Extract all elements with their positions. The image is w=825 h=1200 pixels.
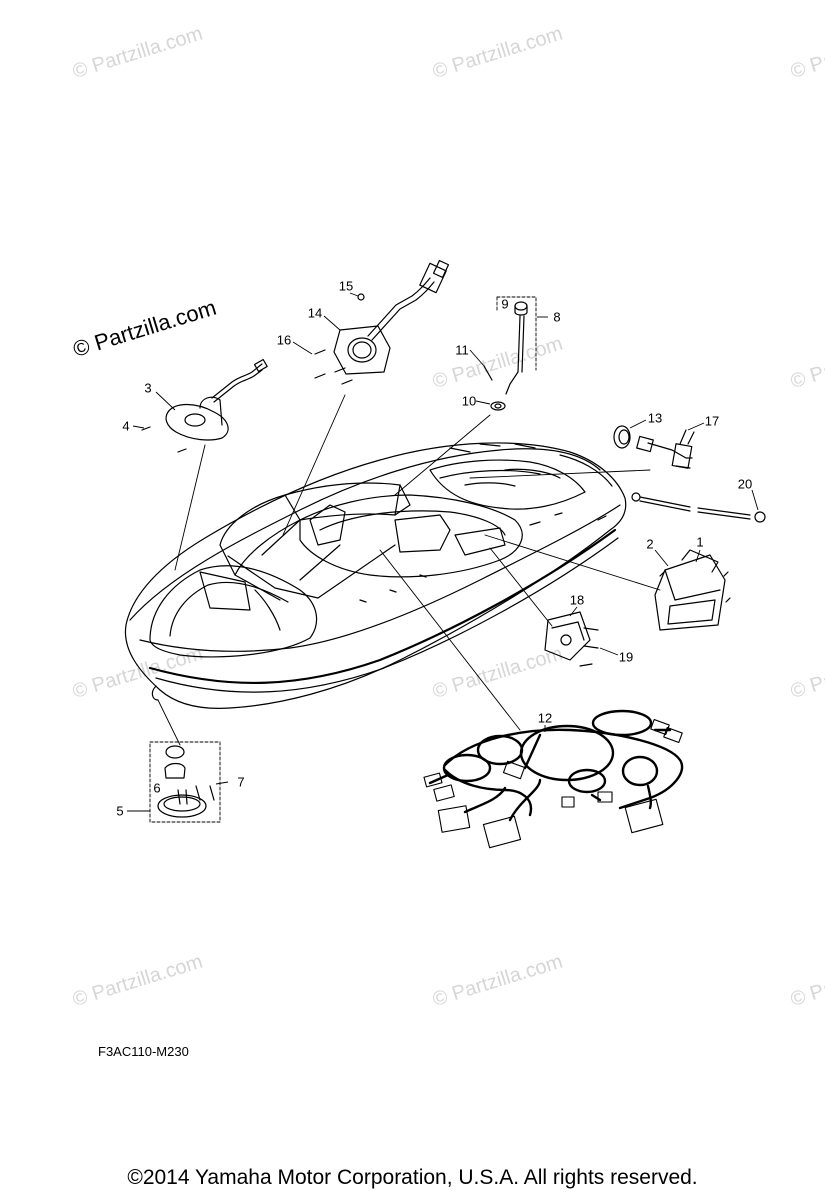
callout-15: 15 (338, 278, 354, 294)
callout-12: 12 (537, 710, 553, 726)
callout-20: 20 (737, 476, 753, 492)
callout-11: 11 (455, 342, 469, 358)
callout-1: 1 (696, 534, 704, 550)
callout-3: 3 (144, 380, 152, 396)
callout-16: 16 (276, 332, 292, 348)
boat-hull (124, 442, 627, 709)
callout-10: 10 (461, 393, 477, 409)
part-13-17-sensor (613, 425, 695, 469)
part-3-gauge-mount (141, 358, 268, 453)
part-8-sender-assembly (483, 296, 537, 411)
callout-19: 19 (618, 649, 634, 665)
callout-4: 4 (122, 418, 130, 434)
part-1-battery-box (654, 549, 731, 631)
callout-2: 2 (646, 536, 654, 552)
callout-13: 13 (647, 410, 663, 426)
callout-17: 17 (704, 413, 720, 429)
part-20-cable (631, 492, 766, 523)
part-12-wire-harness (428, 709, 684, 822)
harness-connectors (423, 719, 683, 849)
part-5-fill-assembly (149, 741, 221, 823)
callout-9: 9 (501, 296, 509, 312)
part-14-flange (314, 259, 450, 385)
diagram-code: F3AC110-M230 (98, 1044, 189, 1059)
callout-8: 8 (553, 309, 561, 325)
part-18-module (544, 611, 599, 667)
callout-18: 18 (569, 592, 585, 608)
leader-lines (157, 394, 661, 746)
callout-5: 5 (116, 803, 124, 819)
callout-6: 6 (153, 780, 161, 796)
callout-14: 14 (307, 305, 323, 321)
callout-7: 7 (237, 774, 245, 790)
copyright-notice: ©2014 Yamaha Motor Corporation, U.S.A. A… (127, 1166, 698, 1189)
